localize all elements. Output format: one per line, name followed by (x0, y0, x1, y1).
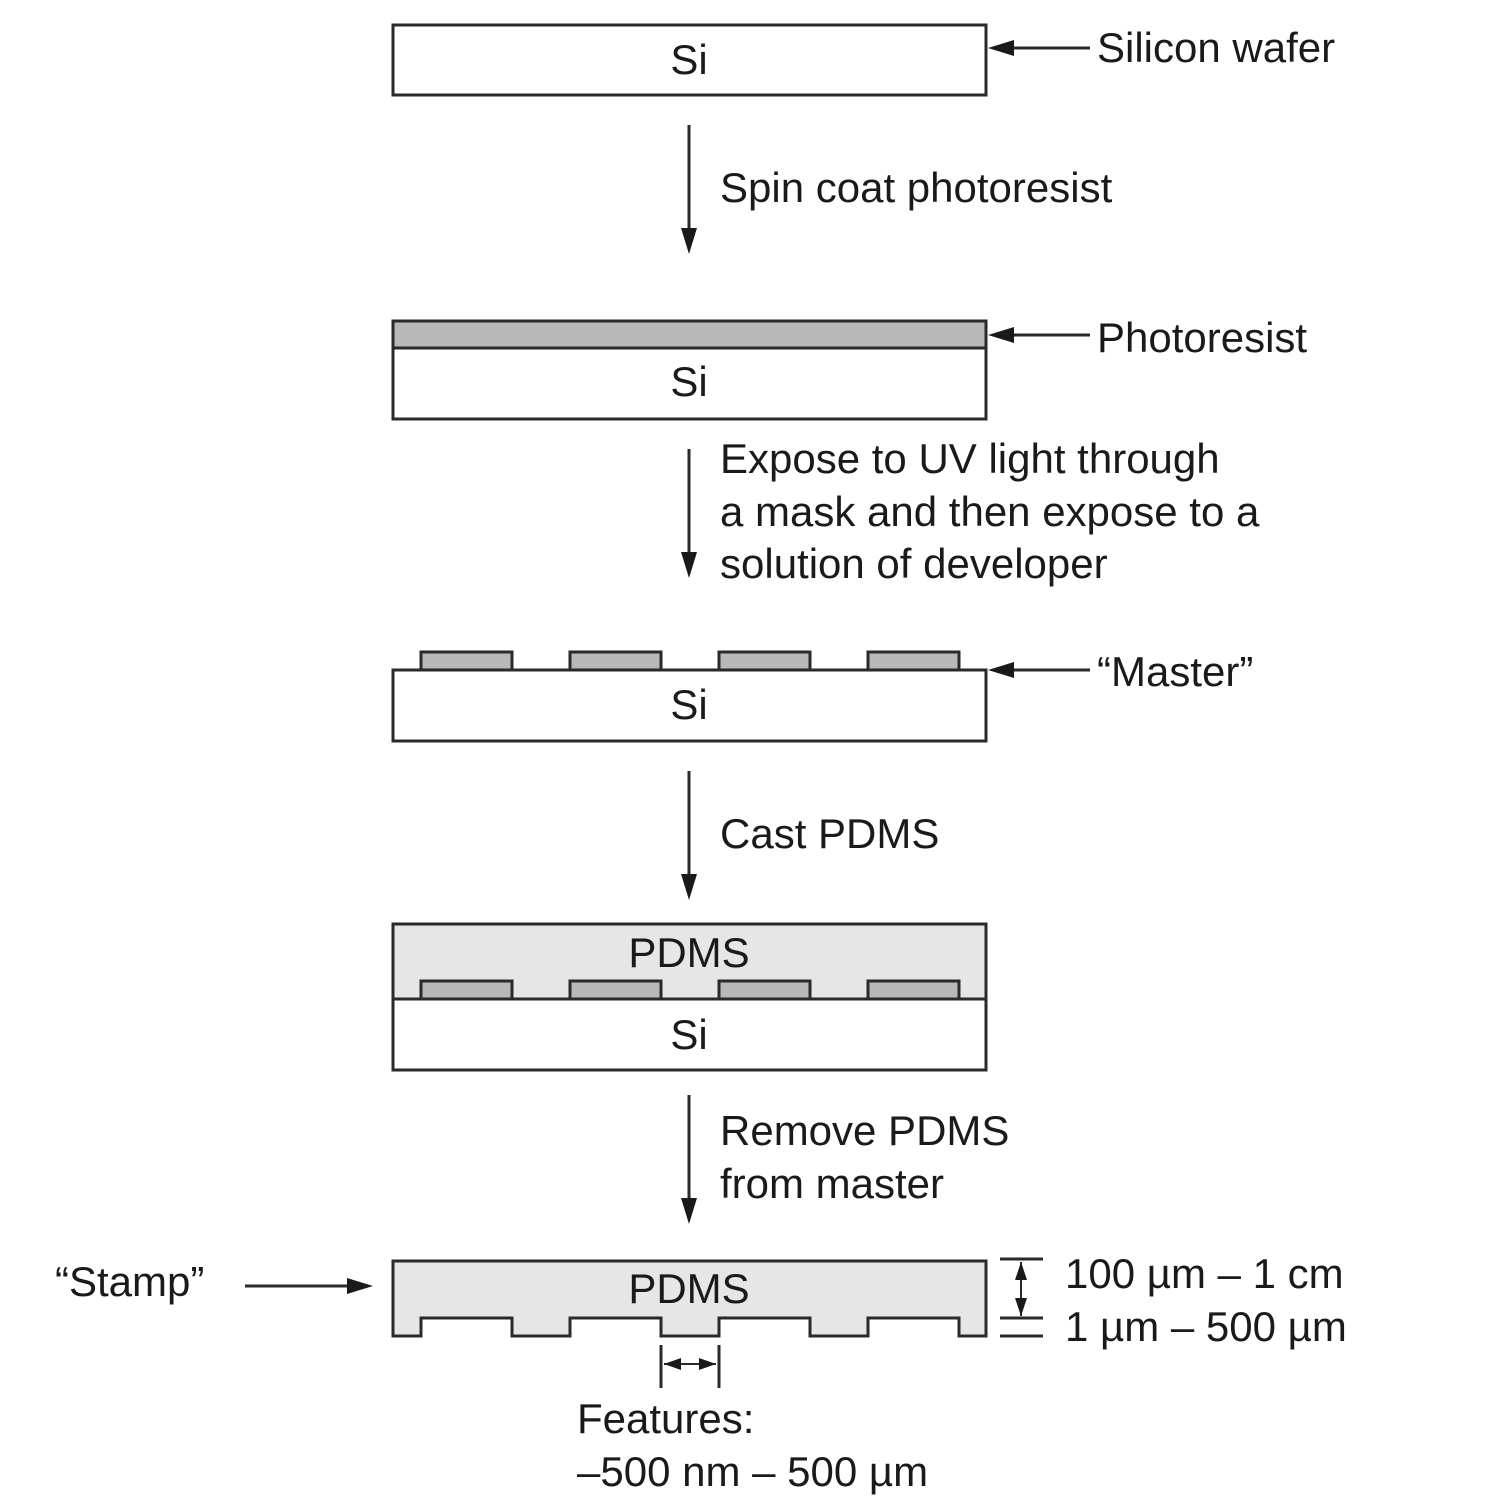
thickness-label: 100 µm – 1 cm (1065, 1250, 1344, 1297)
up-arrow-icon (1015, 1262, 1027, 1280)
pdms-label: PDMS (628, 1265, 749, 1312)
step-label-line-3: solution of developer (720, 540, 1108, 587)
step-label-line-2: a mask and then expose to a (720, 488, 1260, 535)
callout-stamp: “Stamp” (55, 1258, 204, 1305)
si-label: Si (670, 1011, 707, 1058)
left-arrow-icon (988, 662, 1090, 678)
step-label-line-1: Remove PDMS (720, 1107, 1009, 1154)
photoresist-feature (866, 979, 961, 1001)
features-range-label: –500 nm – 500 µm (577, 1448, 928, 1495)
down-arrow-icon (1015, 1298, 1027, 1316)
down-arrow-icon (681, 449, 697, 578)
step-cast-pdms: Cast PDMS (681, 771, 939, 900)
pdms-stamp (391, 1259, 988, 1338)
photoresist-features (419, 979, 961, 1001)
step-label: Spin coat photoresist (720, 164, 1113, 211)
photoresist-feature (568, 650, 663, 672)
photoresist-layer (391, 319, 988, 350)
feature-width-dimension-marker (659, 1345, 721, 1388)
down-arrow-icon (681, 771, 697, 900)
si-substrate (391, 23, 988, 97)
photoresist-features (419, 650, 961, 672)
stage-coated: Si Photoresist (391, 314, 1307, 421)
stage-wafer: Si Silicon wafer (391, 23, 1335, 97)
step-remove-pdms: Remove PDMS from master (681, 1095, 1009, 1224)
thickness-dimension-marker (1000, 1257, 1043, 1338)
features-label: Features: (577, 1395, 754, 1442)
photoresist-feature (717, 650, 812, 672)
callout-silicon-wafer: Silicon wafer (1097, 24, 1335, 71)
right-arrow-icon (699, 1358, 716, 1370)
step-label: Cast PDMS (720, 810, 939, 857)
si-label: Si (670, 36, 707, 83)
down-arrow-icon (681, 125, 697, 254)
step-label-line-2: from master (720, 1160, 944, 1207)
callout-photoresist: Photoresist (1097, 314, 1307, 361)
stage-stamp: PDMS “Stamp” 100 µm – 1 cm 1 µm – 500 µm… (55, 1250, 1347, 1495)
step-expose-develop: Expose to UV light through a mask and th… (681, 435, 1260, 587)
si-label: Si (670, 681, 707, 728)
callout-master: “Master” (1097, 648, 1253, 695)
left-arrow-icon (988, 40, 1090, 56)
stage-master: Si “Master” (391, 648, 1253, 743)
si-label: Si (670, 358, 707, 405)
photoresist-feature (866, 650, 961, 672)
stage-cast: PDMS Si (391, 922, 988, 1072)
relief-depth-label: 1 µm – 500 µm (1065, 1303, 1347, 1350)
down-arrow-icon (681, 1095, 697, 1224)
photoresist-feature (568, 979, 663, 1001)
photoresist-feature (419, 650, 514, 672)
pdms-label: PDMS (628, 929, 749, 976)
right-arrow-icon (245, 1278, 373, 1294)
step-spin-coat: Spin coat photoresist (681, 125, 1113, 254)
photoresist-feature (419, 979, 514, 1001)
left-arrow-icon (664, 1358, 681, 1370)
step-label-line-1: Expose to UV light through (720, 435, 1220, 482)
si-substrate (391, 997, 988, 1072)
left-arrow-icon (988, 327, 1090, 343)
si-substrate (391, 668, 988, 743)
photoresist-feature (717, 979, 812, 1001)
